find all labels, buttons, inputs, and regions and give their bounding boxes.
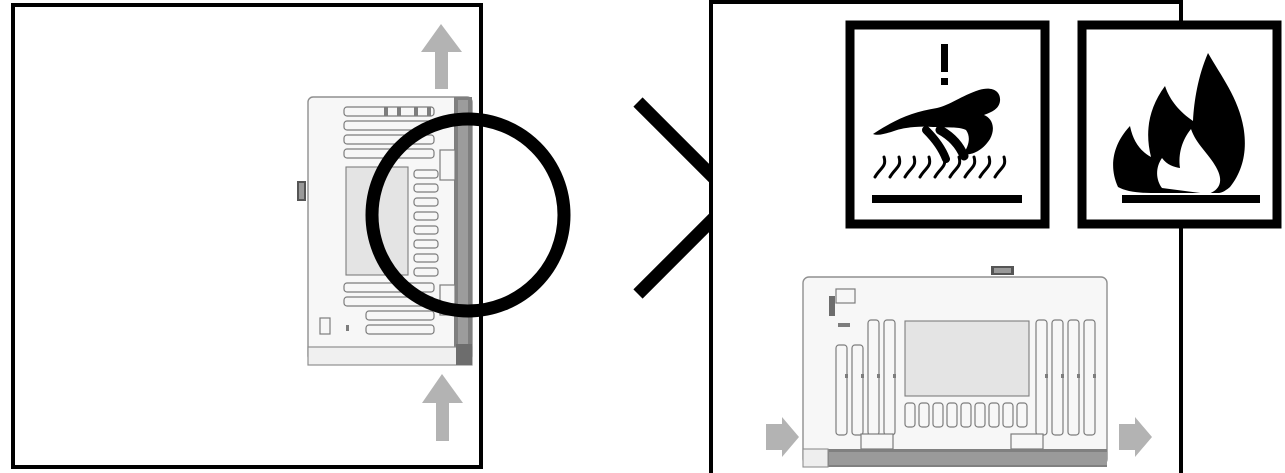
horizontal-device	[802, 266, 1108, 468]
vertical-device	[297, 96, 473, 366]
hot-surface-hand-icon	[845, 20, 1050, 229]
airflow-arrow-bottom	[422, 374, 463, 441]
airflow-arrow-left	[766, 417, 799, 457]
airflow-arrow-top	[421, 24, 462, 89]
correct-circle-mark	[365, 112, 571, 318]
airflow-arrow-right	[1119, 417, 1152, 457]
fire-icon	[1077, 20, 1282, 229]
